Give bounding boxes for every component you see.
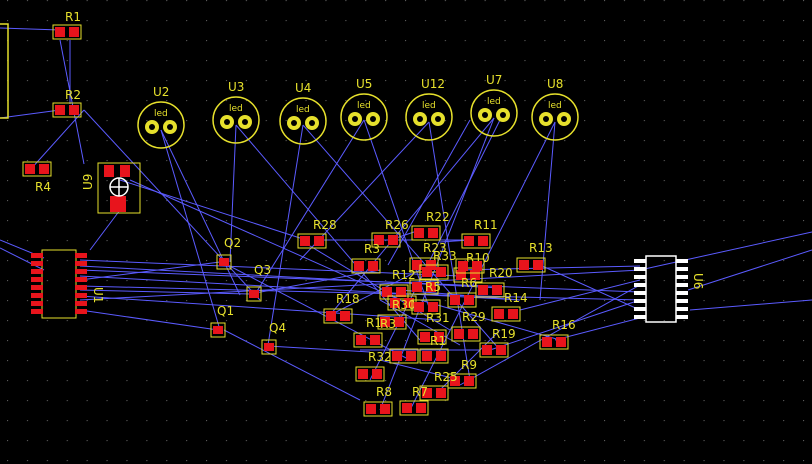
resistor-R29[interactable]: R29 <box>451 310 486 342</box>
label-R1: R1 <box>65 10 81 24</box>
label-R7: R7 <box>412 385 428 399</box>
label-R12: R12 <box>392 268 416 282</box>
label-U3: U3 <box>228 80 244 94</box>
label-Q3: Q3 <box>254 263 271 277</box>
resistor-R33[interactable]: R33 <box>419 249 457 280</box>
label-U6: U6 <box>691 273 705 289</box>
led-text: led <box>422 101 436 111</box>
label-R20: R20 <box>489 266 513 280</box>
led-U12[interactable]: led U12 <box>405 77 453 141</box>
label-U4: U4 <box>295 81 311 95</box>
ic-U6[interactable]: U6 <box>634 255 705 323</box>
label-R30: R30 <box>392 298 416 312</box>
led-text: led <box>154 109 168 119</box>
resistor-R25[interactable]: R25 <box>419 370 458 401</box>
label-R29: R29 <box>462 310 486 324</box>
led-U7[interactable]: led U7 <box>470 73 518 137</box>
resistor-R6[interactable]: R6 <box>447 276 477 308</box>
label-R1y: R1 <box>430 334 446 348</box>
led-text: led <box>487 97 501 107</box>
label-R4: R4 <box>35 180 51 194</box>
label-R3: R3 <box>364 242 380 256</box>
resistor-R11[interactable]: R11 <box>461 218 498 249</box>
transistor-Q2[interactable]: Q2 <box>216 236 241 270</box>
resistor-R28[interactable]: R28 <box>297 218 337 249</box>
label-R5: R5 <box>425 280 441 294</box>
label-R19: R19 <box>492 327 516 341</box>
resistor-R16[interactable]: R16 <box>539 318 576 350</box>
resistor-R31[interactable]: R31 <box>411 299 450 325</box>
label-R32: R32 <box>368 350 392 364</box>
label-R33: R33 <box>433 249 457 263</box>
label-U1: U1 <box>91 287 105 303</box>
resistor-R3x[interactable]: R3 <box>377 314 407 331</box>
resistor-R14[interactable]: R14 <box>491 291 528 322</box>
connector-left[interactable] <box>0 23 9 119</box>
resistor-R12[interactable]: R12 <box>379 268 416 300</box>
transistor-Q4[interactable]: Q4 <box>261 321 286 355</box>
led-U3[interactable]: led U3 <box>212 80 260 144</box>
led-text: led <box>548 101 562 111</box>
resistor-R32[interactable]: R32 <box>355 350 392 382</box>
component-U9[interactable]: U9 <box>81 162 141 214</box>
label-U2: U2 <box>153 85 169 99</box>
led-text: led <box>229 104 243 114</box>
resistor-R1y[interactable]: R1 <box>417 329 447 348</box>
resistor-R4[interactable]: R4 <box>22 161 52 194</box>
resistor-R5[interactable]: R5 <box>409 279 441 295</box>
label-R8: R8 <box>376 385 392 399</box>
resistor-R1[interactable]: R1 <box>52 10 82 40</box>
label-U8: U8 <box>547 77 563 91</box>
label-R25: R25 <box>434 370 458 384</box>
resistor-R19[interactable]: R19 <box>479 327 516 358</box>
ic-U1[interactable]: U1 <box>31 249 105 319</box>
resistor-R2[interactable]: R2 <box>52 88 82 118</box>
resistor-R7[interactable]: R7 <box>399 385 429 416</box>
transistor-Q1[interactable]: Q1 <box>210 304 234 338</box>
resistor-R8[interactable]: R8 <box>363 385 393 417</box>
resistor-R18[interactable]: R18 <box>323 292 360 324</box>
led-U8[interactable]: led U8 <box>531 77 579 141</box>
label-R16: R16 <box>552 318 576 332</box>
led-U4[interactable]: led U4 <box>279 81 327 145</box>
resistor-R3[interactable]: R3 <box>351 242 381 274</box>
label-R13: R13 <box>529 241 553 255</box>
resistor-R22[interactable]: R22 <box>411 210 450 241</box>
led-text: led <box>357 101 371 111</box>
label-R26: R26 <box>385 218 409 232</box>
led-U2[interactable]: led U2 <box>137 85 185 149</box>
label-U7: U7 <box>486 73 502 87</box>
label-R14: R14 <box>504 291 528 305</box>
label-R6: R6 <box>461 276 477 290</box>
label-R11: R11 <box>474 218 498 232</box>
transistor-Q3[interactable]: Q3 <box>246 263 271 302</box>
label-R28: R28 <box>313 218 337 232</box>
label-R22: R22 <box>426 210 450 224</box>
label-R23: R23 <box>423 241 447 255</box>
label-R2: R2 <box>65 88 81 102</box>
label-R31: R31 <box>426 311 450 325</box>
label-Q4: Q4 <box>269 321 286 335</box>
resistor-Rm2[interactable] <box>419 348 449 364</box>
led-U5[interactable]: led U5 <box>340 77 388 141</box>
led-text: led <box>296 105 310 115</box>
label-Q2: Q2 <box>224 236 241 250</box>
resistor-Rm3[interactable] <box>455 258 485 274</box>
label-U9: U9 <box>81 174 95 190</box>
label-R18: R18 <box>336 292 360 306</box>
label-R9: R9 <box>461 358 477 372</box>
label-U5: U5 <box>356 77 372 91</box>
label-U12: U12 <box>421 77 445 91</box>
resistor-Rm1[interactable] <box>389 348 419 364</box>
resistor-R20[interactable]: R20 <box>475 266 513 298</box>
resistor-R26[interactable]: R26 <box>371 218 409 248</box>
resistor-R13[interactable]: R13 <box>516 241 553 273</box>
label-R3x: R3 <box>380 317 396 331</box>
resistor-R9[interactable]: R9 <box>447 358 477 389</box>
label-Q1: Q1 <box>217 304 234 318</box>
